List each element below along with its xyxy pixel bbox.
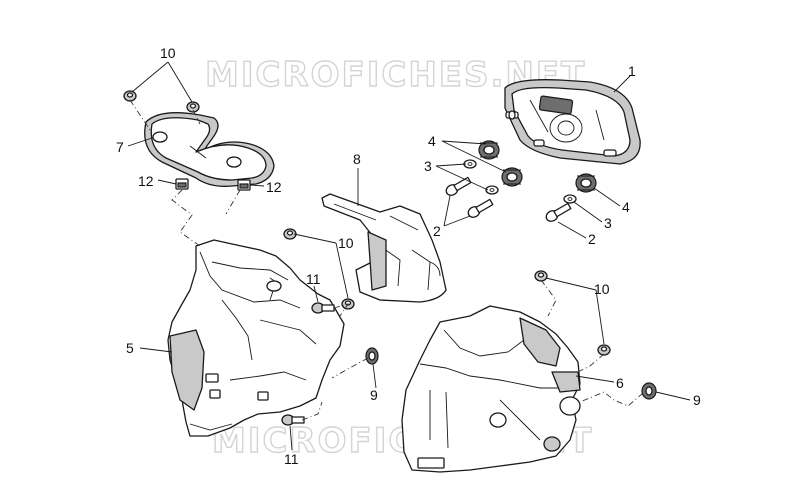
part-11-screw-upper (311, 302, 335, 314)
callout-7: 7 (116, 139, 124, 155)
part-8-support-bracket (321, 193, 447, 303)
callout-9-left: 9 (370, 387, 378, 403)
callout-6: 6 (616, 375, 624, 391)
part-10-fastener-right-b (597, 344, 611, 356)
part-10-fastener-mid-a (283, 228, 297, 240)
part-10-fastener-right-a (534, 270, 548, 282)
part-4-grommet-c (575, 173, 597, 193)
callout-10-top: 10 (160, 45, 176, 61)
callout-11-upper: 11 (306, 271, 321, 287)
part-5-left-fairing-bracket (167, 239, 345, 437)
callout-4-top: 4 (428, 133, 436, 149)
part-7-cover-plate (144, 112, 275, 187)
callout-9-right: 9 (693, 392, 701, 408)
part-2-screws (445, 176, 572, 222)
callout-2-left: 2 (433, 223, 441, 239)
part-10-fastener-top-a (123, 90, 137, 102)
part-4-grommet-a (478, 140, 500, 160)
callout-12-left: 12 (138, 173, 154, 189)
part-12-clip-b (237, 179, 251, 191)
callout-10-middle: 10 (338, 235, 354, 251)
callout-3-right: 3 (604, 215, 612, 231)
leader-lines (127, 61, 691, 451)
part-9-grommet-left (365, 347, 379, 365)
callout-labels: 10 7 12 12 8 10 11 5 9 11 1 4 3 2 4 3 2 … (116, 45, 701, 467)
callout-12-right: 12 (266, 179, 282, 195)
callout-5: 5 (126, 340, 134, 356)
callout-8: 8 (353, 151, 361, 167)
assembly-lines (129, 99, 644, 421)
callout-3-left: 3 (424, 158, 432, 174)
part-11-screw-lower (281, 414, 305, 426)
callout-11-lower: 11 (284, 451, 299, 467)
part-9-grommet-right (641, 382, 657, 400)
part-12-clip-a (175, 178, 189, 190)
callout-2-right: 2 (588, 231, 596, 247)
part-10-fastener-top-b (186, 101, 200, 113)
part-6-right-fairing-bracket (401, 305, 581, 473)
callout-4-right: 4 (622, 199, 630, 215)
part-1-instrument-cluster (504, 79, 641, 165)
callout-1: 1 (628, 63, 636, 79)
part-4-grommet-b (501, 167, 523, 187)
callout-10-right: 10 (594, 281, 610, 297)
